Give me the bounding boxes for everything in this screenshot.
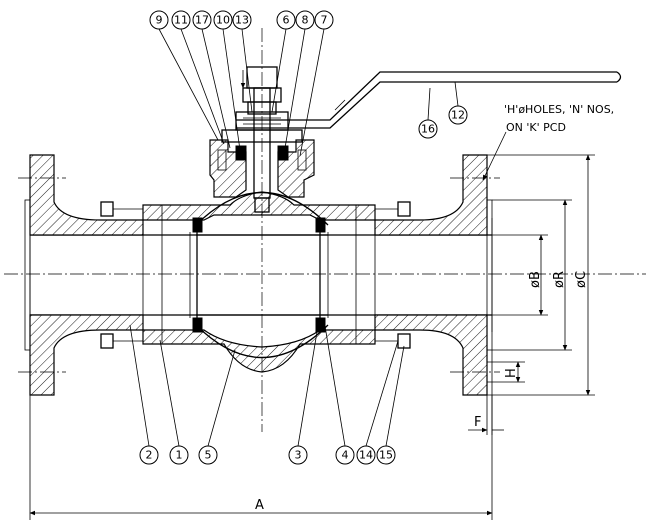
- center-body-upper: [142, 191, 376, 221]
- balloon-circle: [295, 10, 315, 30]
- balloon-number: 1: [176, 449, 183, 462]
- balloon-number: 14: [359, 449, 373, 462]
- balloon-leader: [241, 28, 253, 113]
- dim-h-label: H: [504, 368, 519, 378]
- balloon-number: 17: [195, 14, 209, 27]
- dim-c-label: øC: [574, 271, 589, 288]
- balloon-leader: [129, 324, 150, 447]
- balloon-circle: [198, 445, 218, 465]
- balloon-number: 5: [205, 449, 212, 462]
- balloon-circle: [448, 105, 468, 125]
- seat-rings: [189, 217, 329, 333]
- balloon-leader: [159, 339, 180, 447]
- balloon-number: 15: [379, 449, 393, 462]
- lever-handle: [236, 71, 622, 129]
- balloon-number: 9: [156, 14, 163, 27]
- balloon-leader: [324, 325, 346, 447]
- balloon-number: 2: [146, 449, 153, 462]
- balloon-number: 7: [321, 14, 328, 27]
- balloon-circle: [376, 445, 396, 465]
- balloon-circle: [276, 10, 296, 30]
- valve-body: [18, 66, 500, 396]
- balloon-leader: [284, 28, 306, 149]
- balloon-number: 13: [235, 14, 249, 27]
- balloon-circle: [149, 10, 169, 30]
- balloon-circle: [139, 445, 159, 465]
- balloon-leader: [222, 28, 241, 151]
- balloon-leader: [201, 28, 231, 149]
- balloon-leader: [427, 87, 431, 121]
- right-end-piece-upper: [374, 154, 488, 236]
- balloon-number: 8: [302, 14, 309, 27]
- balloon-number: 16: [421, 123, 435, 136]
- balloon-number: 4: [342, 449, 349, 462]
- center-body-lower: [142, 329, 376, 373]
- balloon-circle: [314, 10, 334, 30]
- balloon-leader: [297, 325, 319, 447]
- balloon-number: 6: [283, 14, 290, 27]
- dim-a-label: A: [255, 498, 264, 513]
- dim-f-label: F: [474, 415, 481, 430]
- left-end-piece-upper: [29, 154, 144, 236]
- balloon-leader: [365, 340, 399, 447]
- note-line-1: 'H'øHOLES, 'N' NOS,: [504, 103, 614, 116]
- balloon-number: 10: [216, 14, 230, 27]
- dimension-lines: [29, 131, 595, 520]
- balloon-circle: [192, 10, 212, 30]
- dim-b-label: øB: [528, 271, 543, 288]
- balloon-leader: [454, 81, 459, 107]
- balloon-circle: [169, 445, 189, 465]
- balloon-circle: [288, 445, 308, 465]
- balloon-leader: [385, 345, 405, 447]
- left-end-piece-lower: [29, 314, 144, 396]
- right-end-piece-lower: [374, 314, 488, 396]
- balloon-leader: [180, 28, 225, 145]
- balloon-circle: [356, 445, 376, 465]
- balloon-circle: [232, 10, 252, 30]
- body-studs: [100, 201, 411, 349]
- balloon-leader: [299, 28, 325, 157]
- balloon-leader: [207, 349, 236, 447]
- balloon-leader: [271, 28, 287, 113]
- note-line-2: ON 'K' PCD: [506, 121, 566, 134]
- balloon-circle: [213, 10, 233, 30]
- hole-note: 'H'øHOLES, 'N' NOS, ON 'K' PCD: [504, 103, 614, 134]
- balloon-number: 3: [295, 449, 302, 462]
- balloon-circle: [171, 10, 191, 30]
- balloon-circle: [418, 119, 438, 139]
- balloon-number: 12: [451, 109, 465, 122]
- balloon-circle: [335, 445, 355, 465]
- balloon-number: 11: [174, 14, 188, 27]
- dim-r-label: øR: [552, 271, 567, 288]
- dimension-labels: A øB øR øC H F: [255, 271, 589, 513]
- balloon-leader: [158, 28, 219, 141]
